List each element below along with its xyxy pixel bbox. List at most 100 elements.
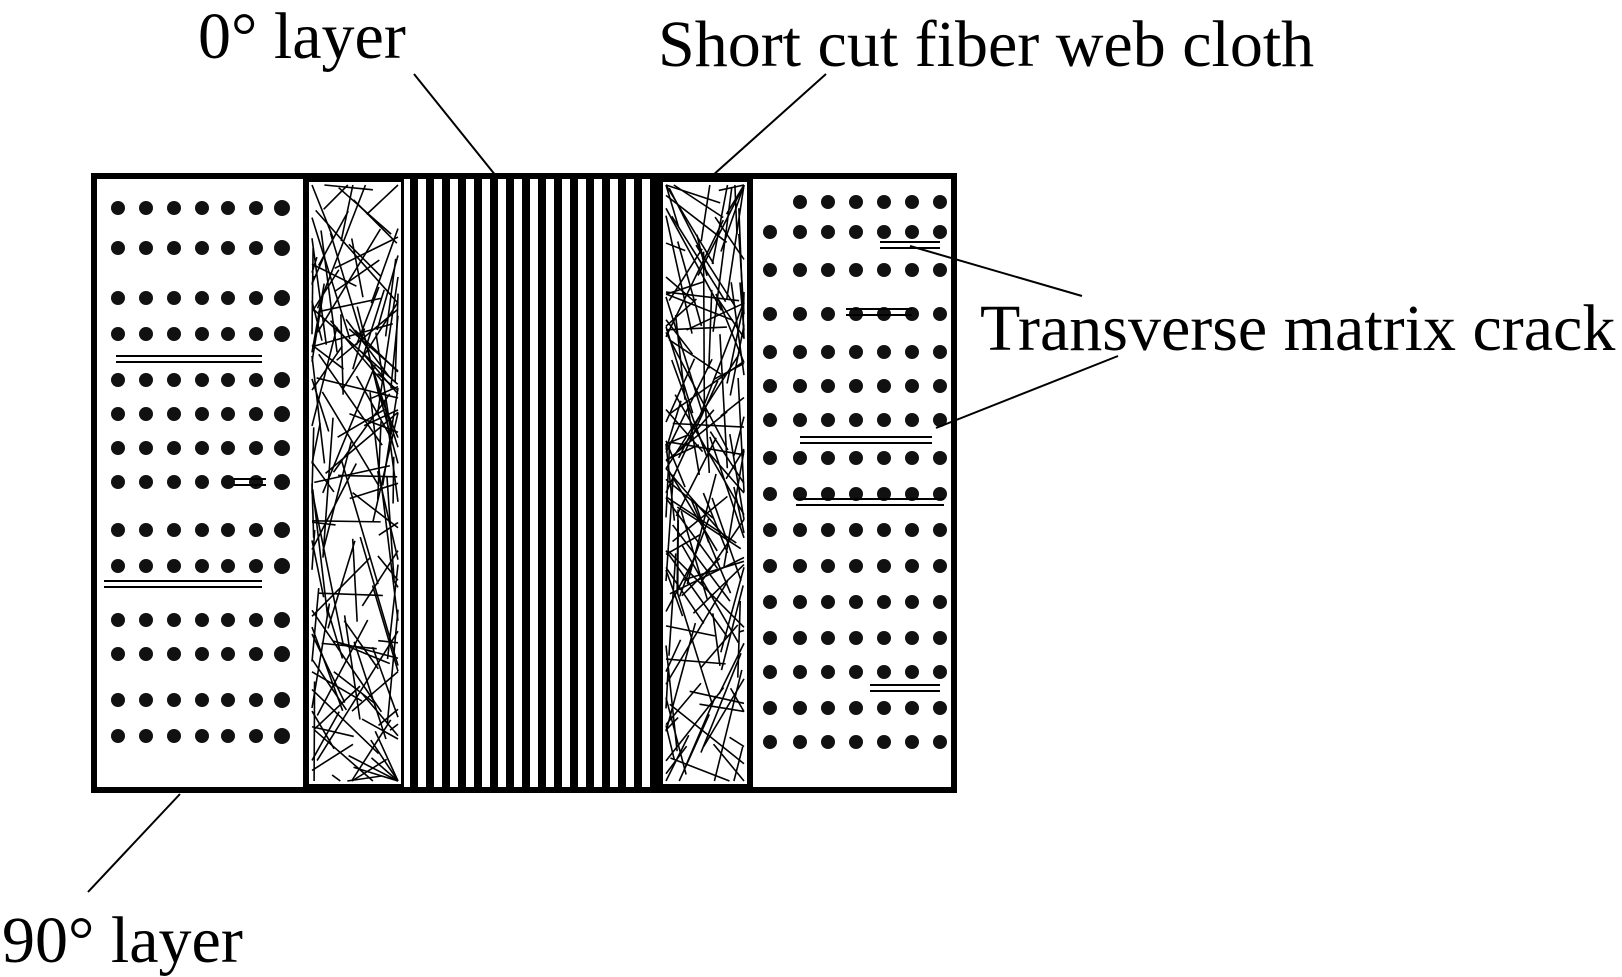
fiber-dot [139,613,153,627]
fiber-dot [249,693,263,707]
zero-fiber-stripe [650,179,658,787]
fiber-dot [111,201,125,215]
fiber-dot [111,475,125,489]
fiber-dot [167,693,181,707]
zero-fiber-stripe [442,179,450,787]
fiber-dot [849,451,863,465]
fiber-dot [905,345,919,359]
fiber-dot [195,407,209,421]
fiber-dot [111,373,125,387]
fiber-dot [763,665,777,679]
fiber-dot [274,646,290,662]
zero-layer-label: 0° layer [198,4,406,70]
fiber-dot [763,487,777,501]
fiber-dot [167,475,181,489]
fiber-dot [821,701,835,715]
ninety-layer-label: 90° layer [2,908,243,974]
fiber-dot [877,559,891,573]
fiber-dot [763,379,777,393]
fiber-dot [111,291,125,305]
fiber-dot [905,451,919,465]
fiber-dot [139,729,153,743]
fiber-dot [849,735,863,749]
fiber-dot [249,559,263,573]
fiber-dot [763,451,777,465]
fiber-dot [274,326,290,342]
fiber-dot [249,523,263,537]
fiber-dot [221,559,235,573]
fiber-dot [905,595,919,609]
fiber-dot [221,647,235,661]
fiber-dot [167,647,181,661]
fiber-dot [111,241,125,255]
fiber-dot [877,413,891,427]
fiber-dot [249,373,263,387]
fiber-dot [111,647,125,661]
fiber-dot [877,451,891,465]
fiber-dot [195,647,209,661]
fiber-dot [111,327,125,341]
fiber-dot [877,665,891,679]
zero-fiber-stripe [490,179,498,787]
zero-fiber-stripe [458,179,466,787]
fiber-dot [111,559,125,573]
fiber-dot [933,735,947,749]
fiber-strand [704,252,705,405]
fiber-dot [763,701,777,715]
fiber-dot [195,523,209,537]
fiber-dot [167,441,181,455]
fiber-dot [933,263,947,277]
fiber-dot [274,612,290,628]
fiber-dot [195,441,209,455]
fiber-dot [905,413,919,427]
fiber-dot [274,692,290,708]
fiber-dot [274,200,290,216]
fiber-dot [933,225,947,239]
fiber-dot [139,407,153,421]
fiber-dot [821,523,835,537]
fiber-dot [793,263,807,277]
fiber-dot [933,595,947,609]
fiber-dot [111,729,125,743]
zero-fiber-stripe [634,179,642,787]
fiber-dot [821,195,835,209]
zero-fiber-stripe [538,179,546,787]
fiber-dot [763,523,777,537]
fiber-dot [274,406,290,422]
fiber-dot [849,595,863,609]
zero-fiber-stripe [570,179,578,787]
fiber-dot [139,241,153,255]
fiber-dot [763,595,777,609]
fiber-dot [933,345,947,359]
fiber-dot [195,201,209,215]
fiber-dot [167,327,181,341]
fiber-dot [111,441,125,455]
fiber-dot [195,475,209,489]
fiber-dot [793,307,807,321]
zero-layer-center [404,179,660,787]
fiber-dot [933,665,947,679]
fiber-dot [195,327,209,341]
fiber-dot [821,225,835,239]
fiber-dot [139,441,153,455]
fiber-dot [274,558,290,574]
fiber-dot [763,413,777,427]
fiber-dot [821,413,835,427]
fiber-dot [763,735,777,749]
fiber-dot [905,665,919,679]
fiber-dot [274,240,290,256]
fiber-dot [877,595,891,609]
fiber-dot [793,631,807,645]
fiber-dot [763,345,777,359]
fiber-dot [249,441,263,455]
fiber-dot [221,373,235,387]
fiber-dot [167,407,181,421]
fiber-dot [849,631,863,645]
fiber-dot [821,559,835,573]
fiber-dot [195,373,209,387]
fiber-dot [877,523,891,537]
fiber-dot [793,559,807,573]
fiber-dot [905,379,919,393]
fiber-dot [139,559,153,573]
